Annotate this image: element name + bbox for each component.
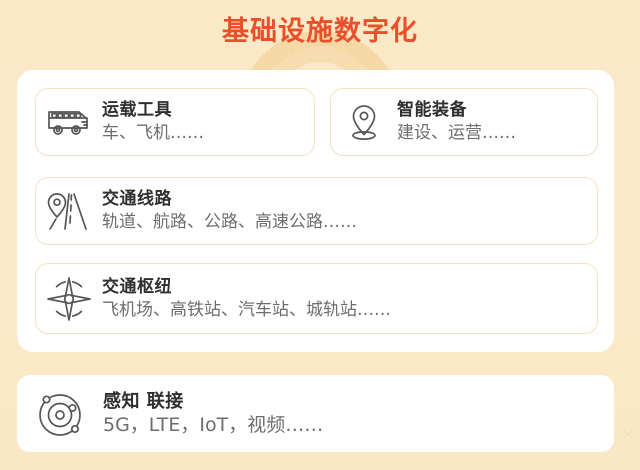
card-text: 运载工具 车、飞机……	[102, 99, 314, 145]
road-pin-icon	[36, 188, 102, 234]
card-subtitle: 建设、运营……	[397, 123, 516, 143]
card-title: 交通枢纽	[102, 276, 172, 297]
card-text: 交通枢纽 飞机场、高铁站、汽车站、城轨站……	[102, 276, 597, 322]
card-title: 交通线路	[102, 189, 172, 209]
card-text: 感知 联接 5G，LTE，IoT，视频……	[103, 391, 614, 437]
card-subtitle: 飞机场、高铁站、汽车站、城轨站……	[102, 299, 391, 320]
card-title: 运载工具	[102, 100, 172, 120]
card-sensing[interactable]: 感知 联接 5G，LTE，IoT，视频……	[17, 375, 614, 452]
card-subtitle: 5G，LTE，IoT，视频……	[103, 413, 324, 436]
bus-icon	[36, 105, 102, 139]
map-pin-icon	[331, 101, 397, 143]
card-vehicles[interactable]: 运载工具 车、飞机……	[35, 88, 315, 156]
page-title: 基础设施数字化	[222, 16, 418, 47]
card-equipment[interactable]: 智能装备 建设、运营……	[330, 88, 598, 156]
atom-orbit-icon	[17, 388, 103, 440]
card-title: 感知 联接	[103, 390, 184, 412]
card-routes[interactable]: 交通线路 轨道、航路、公路、高速公路……	[35, 177, 598, 245]
card-subtitle: 车、飞机……	[102, 123, 204, 143]
card-hubs[interactable]: 交通枢纽 飞机场、高铁站、汽车站、城轨站……	[35, 263, 598, 334]
card-title: 智能装备	[397, 100, 467, 120]
card-text: 智能装备 建设、运营……	[397, 99, 597, 145]
card-text: 交通线路 轨道、航路、公路、高速公路……	[102, 188, 597, 234]
card-subtitle: 轨道、航路、公路、高速公路……	[102, 212, 357, 232]
compass-rose-icon	[36, 275, 102, 323]
